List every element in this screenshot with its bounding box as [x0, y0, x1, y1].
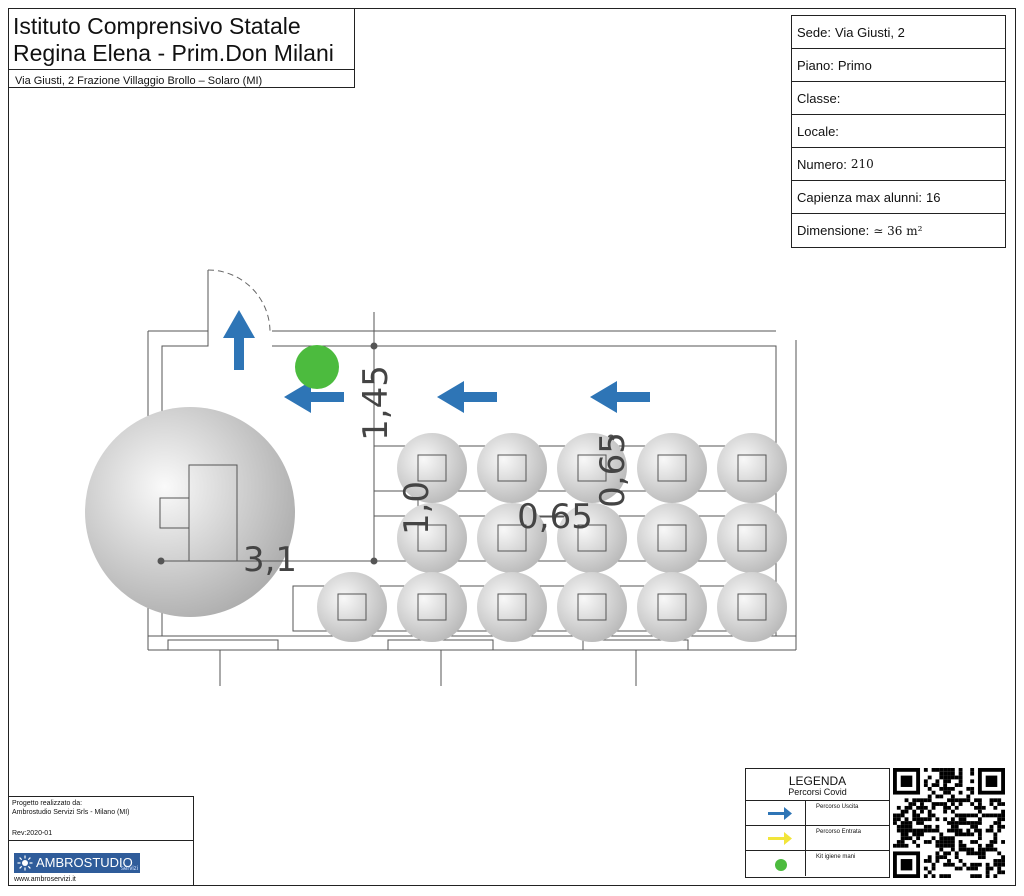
title-divider	[9, 69, 354, 70]
student-seat	[477, 433, 547, 503]
sede-label: Sede:	[797, 24, 831, 40]
exit-arrow-left-icon	[284, 381, 344, 413]
credits-line-1: Progetto realizzato da:	[12, 800, 83, 807]
info-row-piano: Piano: Primo	[792, 49, 1005, 82]
arrow-right-icon	[768, 832, 792, 845]
arrow-right-icon	[768, 807, 792, 820]
classe-label: Classe:	[797, 90, 841, 106]
student-seats	[317, 433, 787, 642]
covid-exit-route	[223, 310, 650, 413]
exit-arrow-up-icon	[223, 310, 255, 370]
piano-value: Primo	[837, 57, 872, 73]
legend-header: LEGENDA Percorsi Covid	[746, 769, 889, 801]
legend-item-entry: Percorso Entrata	[746, 826, 889, 851]
hand-hygiene-kit-icon	[295, 345, 339, 389]
dim-label-1-45: 1,45	[356, 365, 396, 441]
logo-text: AMBROSTUDIO	[36, 855, 133, 870]
school-address: Via Giusti, 2 Frazione Villaggio Brollo …	[15, 75, 263, 87]
school-name-line2: Regina Elena - Prim.Don Milani	[13, 40, 334, 66]
dim-label-1-0: 1,0	[397, 481, 437, 535]
numero-value: 210	[850, 157, 874, 171]
student-seat	[717, 503, 787, 573]
legend-item-exit: Percorso Uscita	[746, 801, 889, 826]
student-seat	[717, 572, 787, 642]
logo-subtext: servizi	[120, 866, 138, 872]
student-seat	[637, 433, 707, 503]
door	[207, 269, 271, 332]
student-seat	[557, 572, 627, 642]
student-seat	[477, 503, 547, 573]
piano-label: Piano:	[797, 57, 834, 73]
exit-arrow-left-icon	[437, 381, 497, 413]
student-seat	[397, 572, 467, 642]
student-seat	[397, 503, 467, 573]
capienza-value: 16	[926, 189, 941, 205]
student-seat	[637, 503, 707, 573]
legend: LEGENDA Percorsi Covid Percorso Uscita P…	[745, 768, 890, 878]
room-info-table: Sede: Via Giusti, 2 Piano: Primo Classe:…	[791, 15, 1006, 248]
sun-icon	[17, 855, 33, 871]
legend-label-hygiene: Kit igiene mani	[816, 854, 856, 860]
student-seat	[557, 433, 627, 503]
student-seat	[717, 433, 787, 503]
ambrostudio-logo: AMBROSTUDIO servizi	[14, 853, 140, 873]
student-seat	[637, 572, 707, 642]
dim-label-3-1: 3,1	[243, 540, 297, 580]
student-seat	[397, 433, 467, 503]
dimensione-label: Dimensione:	[797, 223, 870, 238]
sede-value: Via Giusti, 2	[834, 24, 905, 40]
drawing-frame	[8, 8, 1016, 886]
numero-label: Numero:	[797, 156, 847, 172]
info-row-locale: Locale:	[792, 115, 1005, 148]
student-seat	[477, 572, 547, 642]
website-link[interactable]: www.ambroservizi.it	[14, 876, 76, 883]
legend-label-entry: Percorso Entrata	[816, 829, 862, 835]
teacher-chair	[159, 497, 190, 529]
credits-line-2: Ambrostudio Servizi Srls - Milano (MI)	[12, 809, 130, 816]
teacher-distance-circle	[85, 407, 295, 617]
exit-arrow-left-icon	[590, 381, 650, 413]
legend-item-hygiene: Kit igiene mani	[746, 851, 889, 876]
qr-code[interactable]	[893, 768, 1005, 878]
info-row-numero: Numero: 210	[792, 148, 1005, 181]
school-name-line1: Istituto Comprensivo Statale	[13, 13, 301, 39]
dim-label-0-65-vertical: 0,65	[593, 432, 633, 508]
dimensione-value: ≃ 36 m²	[873, 223, 923, 238]
locale-label: Locale:	[797, 123, 839, 139]
student-seat	[557, 503, 627, 573]
credits-block: Progetto realizzato da: Ambrostudio Serv…	[8, 796, 194, 886]
info-row-classe: Classe:	[792, 82, 1005, 115]
capienza-label: Capienza max alunni:	[797, 189, 923, 205]
legend-label-exit: Percorso Uscita	[816, 804, 859, 810]
title-block: Istituto Comprensivo Statale Regina Elen…	[8, 8, 355, 88]
student-seat	[317, 572, 387, 642]
green-dot-icon	[775, 859, 787, 871]
revision-label: Rev:2020-01	[12, 830, 53, 837]
info-row-dimensione: Dimensione: ≃ 36 m²	[792, 214, 1005, 247]
info-row-capienza: Capienza max alunni: 16	[792, 181, 1005, 214]
legend-subtitle: Percorsi Covid	[788, 787, 847, 797]
info-row-sede: Sede: Via Giusti, 2	[792, 16, 1005, 49]
legend-title: LEGENDA	[788, 774, 847, 788]
dim-label-0-65-horizontal: 0,65	[517, 497, 593, 537]
credits-divider	[9, 840, 193, 841]
